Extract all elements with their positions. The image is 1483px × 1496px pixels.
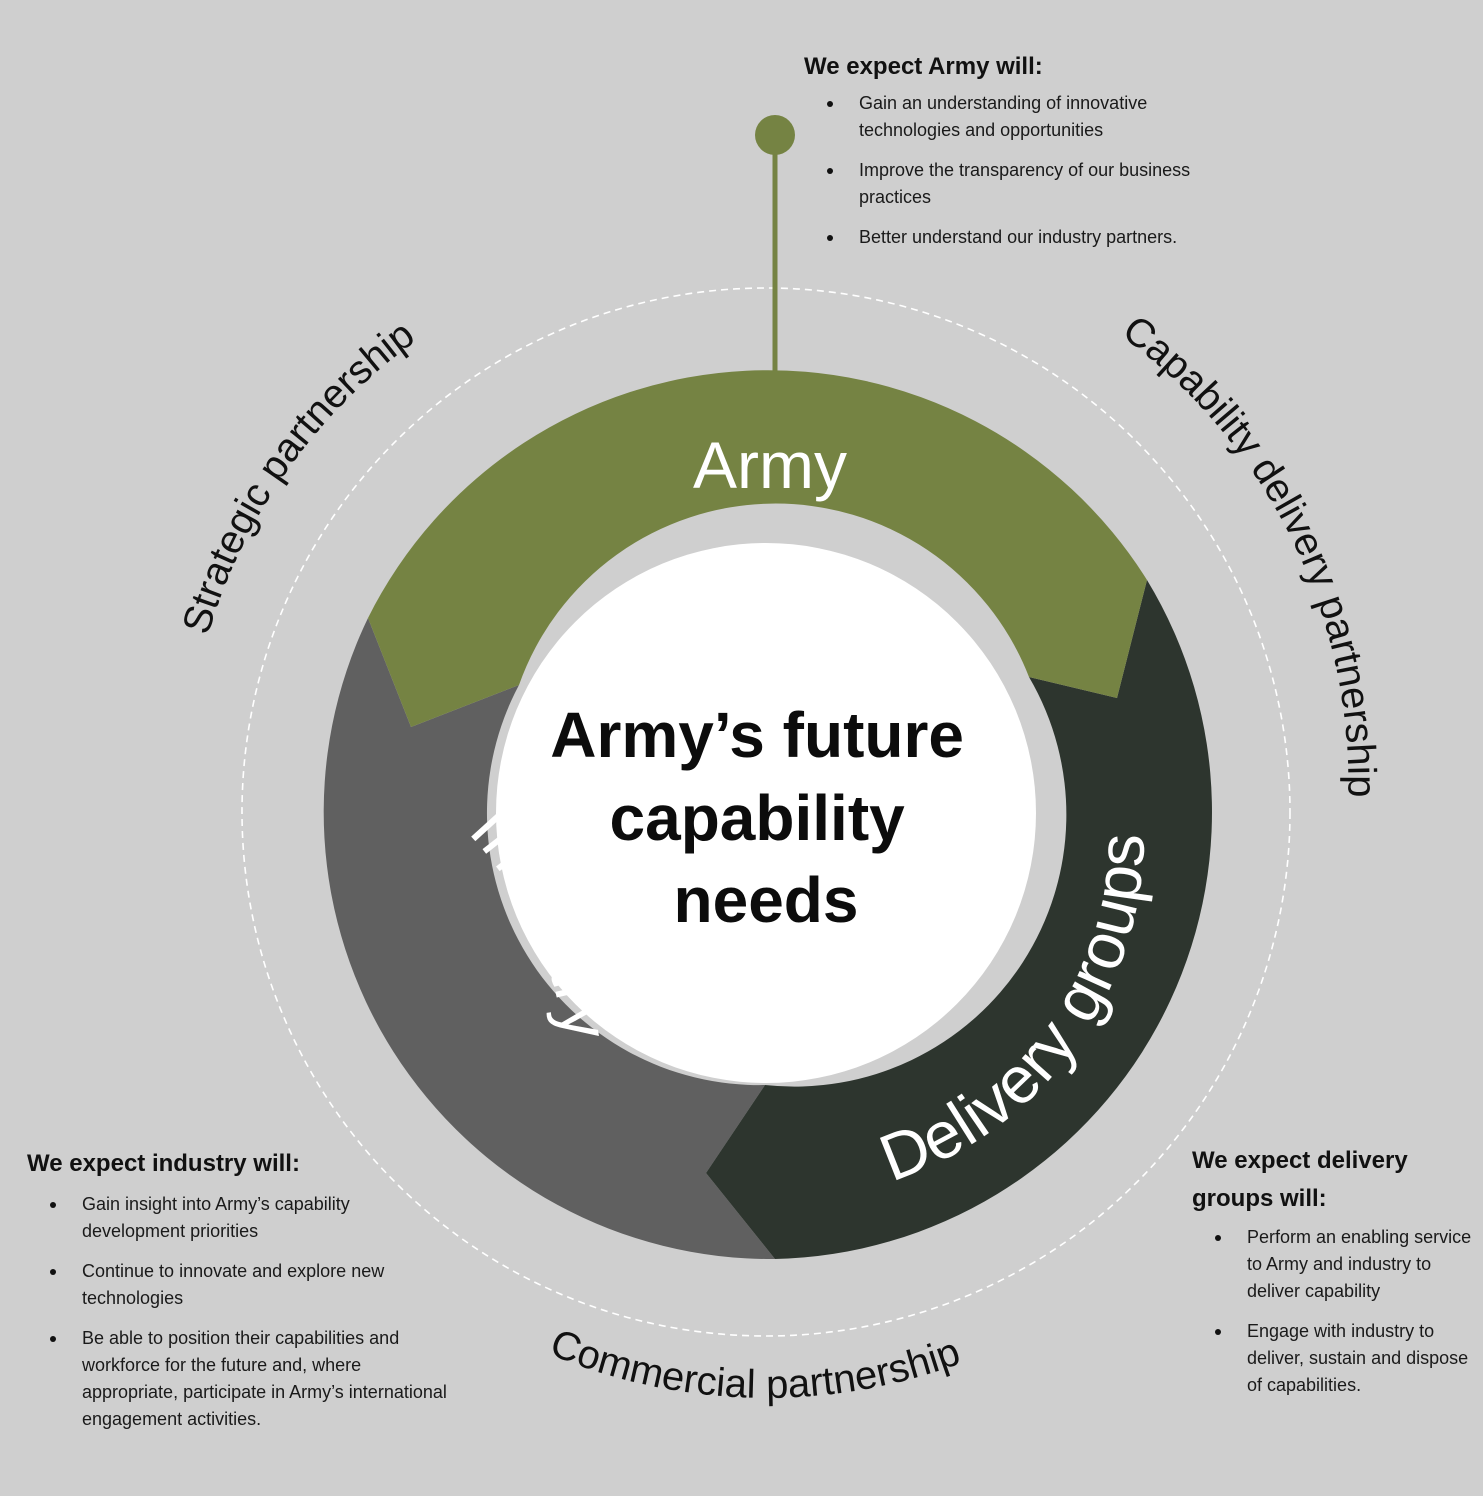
army-expectations-panel: We expect Army will: Gain an understandi… [804, 48, 1234, 264]
list-item: Perform an enabling service to Army and … [1192, 1224, 1482, 1305]
commercial-partnership-label: Commercial partnership [544, 1321, 965, 1407]
center-title-line: Army’s future [550, 699, 964, 771]
delivery-groups-segment [706, 580, 1212, 1259]
army-expectations-list: Gain an understanding of innovative tech… [804, 90, 1234, 251]
industry-expectations-heading: We expect industry will: [27, 1150, 300, 1177]
industry-expectations-list: Gain insight into Army’s capability deve… [27, 1191, 447, 1433]
center-title: Army’s future capability needs [550, 699, 982, 936]
army-expectations-heading: We expect Army will: [804, 53, 1043, 80]
army-segment [368, 370, 1147, 727]
list-item: Continue to innovate and explore new tec… [27, 1258, 447, 1312]
list-item: Better understand our industry partners. [804, 224, 1234, 251]
army-stem-knob [755, 115, 795, 155]
army-segment-label: Army [693, 428, 847, 502]
center-title-line: capability [610, 782, 906, 854]
heading-line: We expect delivery [1192, 1147, 1408, 1174]
delivery-groups-expectations-panel: We expect delivery groups will: Perform … [1192, 1142, 1482, 1412]
industry-segment [323, 618, 775, 1260]
industry-expectations-panel: We expect industry will: Gain insight in… [27, 1145, 447, 1446]
list-item: Improve the transparency of our business… [804, 157, 1234, 211]
partnership-dashed-ring [241, 287, 1291, 1337]
heading-line: groups will: [1192, 1185, 1327, 1212]
center-title-line: needs [674, 864, 859, 936]
delivery-groups-expectations-list: Perform an enabling service to Army and … [1192, 1224, 1482, 1399]
delivery-groups-expectations-heading: We expect delivery groups will: [1192, 1142, 1482, 1218]
center-circle [496, 543, 1036, 1083]
list-item: Engage with industry to deliver, sustain… [1192, 1318, 1482, 1399]
list-item: Be able to position their capabilities a… [27, 1325, 447, 1433]
list-item: Gain an understanding of innovative tech… [804, 90, 1234, 144]
list-item: Gain insight into Army’s capability deve… [27, 1191, 447, 1245]
